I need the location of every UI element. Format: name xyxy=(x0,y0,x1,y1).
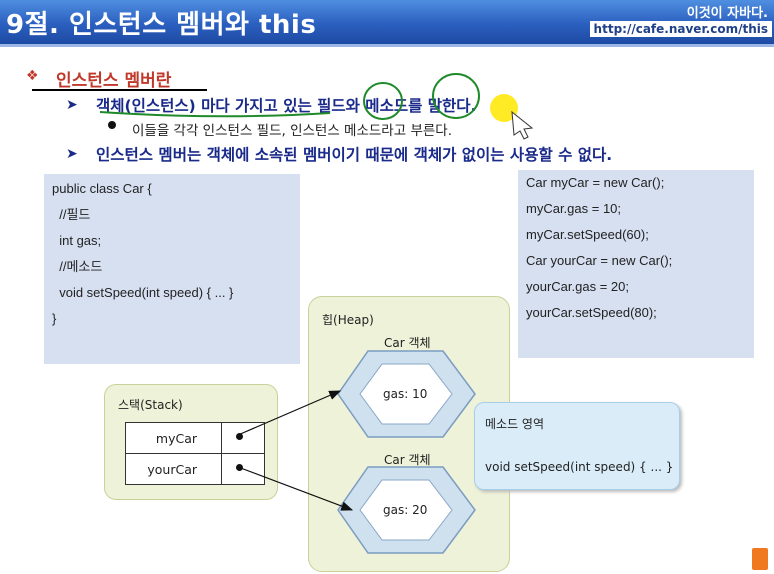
green-underline-stroke xyxy=(99,111,331,118)
code-line: myCar.gas = 10; xyxy=(526,201,622,216)
yellow-highlight-mark xyxy=(490,94,518,122)
stack-var-yourcar: yourCar xyxy=(125,453,222,485)
method-signature: void setSpeed(int speed) { ... } xyxy=(485,460,674,474)
stack-var-mycar: myCar xyxy=(125,422,222,454)
stack-area: 스택(Stack) myCar yourCar xyxy=(104,384,278,500)
car-object-2-label: Car 객체 xyxy=(384,453,431,467)
code-line: yourCar.gas = 20; xyxy=(526,279,629,294)
method-area-label: 메소드 영역 xyxy=(485,417,545,431)
round-bullet-icon xyxy=(108,121,116,129)
usage-code-box: Car myCar = new Car(); myCar.gas = 10; m… xyxy=(518,170,754,358)
car-object-1-label: Car 객체 xyxy=(384,336,431,350)
code-line: } xyxy=(52,311,57,326)
arrow-mycar-to-object1 xyxy=(237,390,342,436)
section-title: 인스턴스 멤버란 xyxy=(56,71,172,91)
car-object-1-gas: gas: 10 xyxy=(383,387,428,401)
mouse-cursor-icon xyxy=(511,110,534,140)
sub-bullet-line: 이들을 각각 인스턴스 필드, 인스턴스 메소드라고 부른다. xyxy=(132,123,452,139)
car-object-1-hexagon xyxy=(337,350,476,438)
code-line: int gas; xyxy=(52,233,102,248)
section-underline xyxy=(32,89,207,91)
book-tagline: 이것이 자바다. xyxy=(686,6,768,21)
code-line: public class Car { xyxy=(52,181,152,196)
cafe-url: http://cafe.naver.com/this xyxy=(589,21,772,37)
arrow-bullet-icon: ➤ xyxy=(66,146,78,162)
code-line: //필드 xyxy=(52,207,91,222)
corner-logo-icon xyxy=(752,548,768,570)
code-line: void setSpeed(int speed) { ... } xyxy=(52,285,234,300)
stack-label: 스택(Stack) xyxy=(118,398,183,412)
green-circle-method xyxy=(432,73,480,119)
code-line: Car myCar = new Car(); xyxy=(526,175,665,190)
code-line: //메소드 xyxy=(52,259,103,274)
code-line: myCar.setSpeed(60); xyxy=(526,227,649,242)
code-line: Car yourCar = new Car(); xyxy=(526,253,673,268)
diamond-bullet-icon: ❖ xyxy=(26,68,39,84)
arrow-bullet-icon: ➤ xyxy=(66,97,78,113)
method-area: 메소드 영역 void setSpeed(int speed) { ... } xyxy=(474,402,680,490)
reference-dot-icon xyxy=(236,433,243,440)
title-bar: 9절. 인스턴스 멤버와 this 이것이 자바다. http://cafe.n… xyxy=(0,0,774,44)
arrow-yourcar-to-object2 xyxy=(237,466,354,511)
class-code-box: public class Car { //필드 int gas; //메소드 v… xyxy=(44,174,300,364)
slide-title: 9절. 인스턴스 멤버와 this xyxy=(6,10,317,40)
green-circle-field xyxy=(363,82,403,120)
bullet-line-1: 객체(인스턴스) 마다 가지고 있는 필드와 메소드를 말한다. xyxy=(96,97,477,115)
bullet-line-2: 인스턴스 멤버는 객체에 소속된 멤버이기 때문에 객체가 없이는 사용할 수 … xyxy=(96,146,613,164)
car-object-2-gas: gas: 20 xyxy=(383,503,428,517)
heap-label: 힙(Heap) xyxy=(322,313,374,327)
car-object-2-hexagon xyxy=(337,466,476,554)
header-divider xyxy=(0,44,774,47)
stack-table: myCar yourCar xyxy=(125,422,265,485)
code-line: yourCar.setSpeed(80); xyxy=(526,305,657,320)
